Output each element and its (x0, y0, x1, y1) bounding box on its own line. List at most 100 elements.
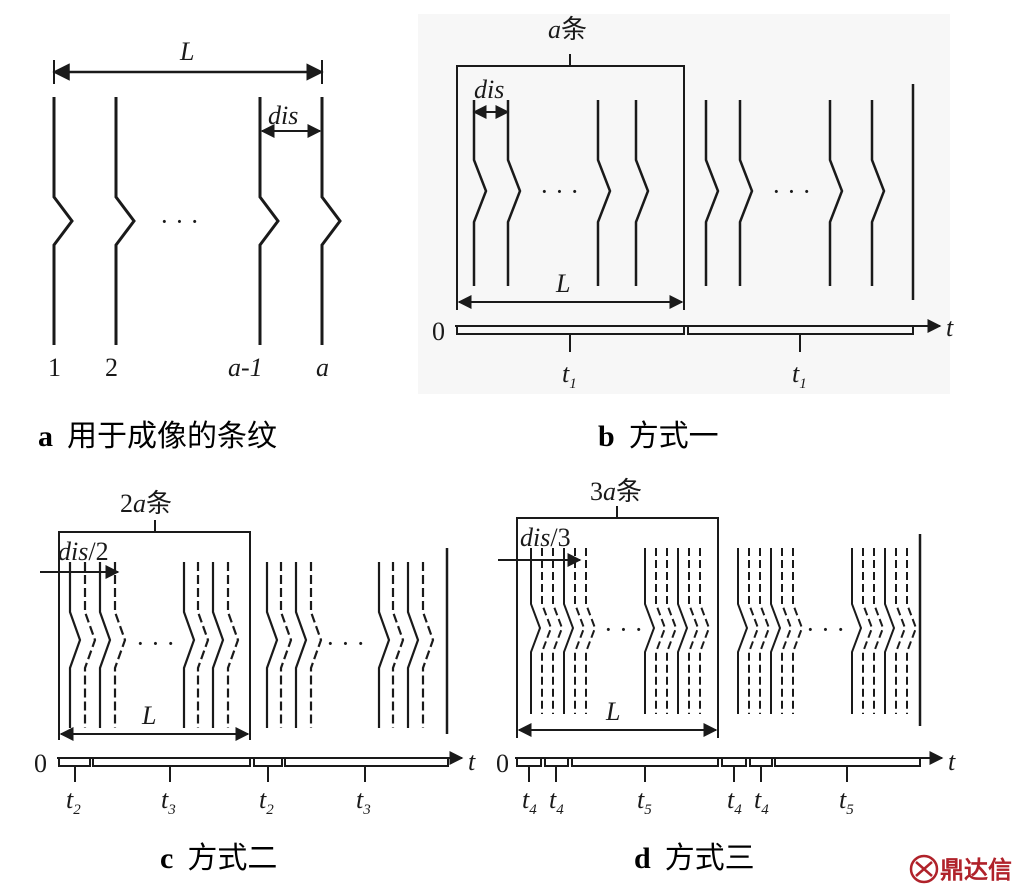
panel-d-stripe (699, 548, 711, 714)
panel-d-stripe (851, 548, 863, 714)
panel-d-stripe (792, 548, 804, 714)
panel-c-ellipsis-1: · · · (136, 629, 175, 658)
panel-d-stripe (585, 548, 597, 714)
panel-d-stripe (688, 548, 700, 714)
panel-c-stripe (421, 562, 435, 728)
panel-c-length-label: L (141, 701, 156, 730)
panel-d-time-label-5: t4 (754, 785, 769, 818)
panel-a-line-label-2: 2 (105, 353, 118, 382)
panel-c-stripe (68, 562, 82, 728)
panel-d-stripe (748, 548, 760, 714)
panel-c-zero: 0 (34, 749, 47, 778)
panel-b-ellipsis-2: · · · (772, 177, 811, 206)
panel-d-time-label-6: t5 (839, 785, 854, 818)
panel-c-time-label-4: t3 (356, 785, 371, 818)
panel-d-stripe (759, 548, 771, 714)
panel-d-time-label-3: t5 (637, 785, 652, 818)
panel-c-time-label-3: t2 (259, 785, 274, 818)
panel-c-stripe (98, 562, 112, 728)
panel-d-length-label: L (605, 697, 620, 726)
panel-b-dis-label: dis (474, 75, 504, 104)
panel-b-stripe (634, 100, 650, 286)
panel-d-time-label-4: t4 (727, 785, 742, 818)
panel-d: 3a条 dis/3 · · · · · · L 0 t t4 t4 t5 t4 … (496, 477, 956, 876)
panel-d-time-bar (516, 758, 921, 767)
panel-b-stripe (870, 100, 886, 286)
watermark: 鼎达信 (909, 854, 1012, 884)
panel-c-stripe (377, 562, 391, 728)
panel-d-ellipsis-1: · · · (604, 615, 643, 644)
panel-d-ellipsis-2: · · · (806, 615, 845, 644)
panel-a-stripe (320, 97, 342, 345)
panel-d-time-label-1: t4 (522, 785, 537, 818)
panel-d-stripe (574, 548, 586, 714)
panel-c-stripe (211, 562, 225, 728)
panel-a-stripe (52, 97, 74, 345)
panel-b-stripe (506, 100, 522, 286)
panel-a-stripes (52, 97, 342, 345)
panel-d-stripe (862, 548, 874, 714)
panel-c-ellipsis-2: · · · (326, 629, 365, 658)
panel-d-stripe (873, 548, 885, 714)
panel-a-line-label-a: a (316, 353, 329, 382)
panel-c-dis-label: dis/2 (58, 537, 109, 566)
panel-c-stripe (391, 562, 405, 728)
panel-d-stripe (770, 548, 782, 714)
panel-d-stripes (530, 534, 922, 726)
panel-a-ellipsis: · · · (160, 207, 199, 236)
panel-c-stripe (113, 562, 127, 728)
panel-d-stripe (530, 548, 542, 714)
panel-d-stripe (781, 548, 793, 714)
panel-d-stripe (563, 548, 575, 714)
panel-c-stripe (196, 562, 210, 728)
panel-d-stripe (552, 548, 564, 714)
panel-d-stripe (895, 548, 907, 714)
panel-b-ellipsis-1: · · · (540, 177, 579, 206)
panel-b-time-label-2: t1 (792, 359, 807, 392)
panel-c-stripe (265, 562, 279, 728)
panel-b-stripe (472, 100, 488, 286)
panel-b-axis-t: t (946, 313, 954, 342)
panel-b-stripe (738, 100, 754, 286)
panel-c-stripe (226, 562, 240, 728)
panel-a-length-label: L (179, 37, 194, 66)
panel-d-stripe (884, 548, 896, 714)
panel-b-stripes (472, 84, 915, 300)
panel-a-dis-label: dis (268, 101, 298, 130)
panel-c-time-bar (58, 758, 449, 767)
panel-d-stripe (655, 548, 667, 714)
panel-c-stripe (83, 562, 97, 728)
panel-b-length-label: L (555, 269, 570, 298)
panel-a-stripe (258, 97, 280, 345)
panel-c-stripe (309, 562, 323, 728)
panel-d-axis-t: t (948, 747, 956, 776)
panel-d-count-label: 3a条 (590, 477, 642, 506)
panel-b-time-label-1: t1 (562, 359, 577, 392)
panel-b-stripe (704, 100, 720, 286)
panel-c-stripe (294, 562, 308, 728)
watermark-text: 鼎达信 (940, 856, 1012, 884)
panel-d-stripe (644, 548, 656, 714)
panel-c-stripe (406, 562, 420, 728)
panel-c-stripe (182, 562, 196, 728)
panel-a-line-label-a-1: a-1 (228, 353, 263, 382)
panel-b-zero: 0 (432, 317, 445, 346)
watermark-logo-icon (909, 854, 939, 884)
panel-c-stripes (68, 548, 449, 734)
panel-d-stripe (737, 548, 749, 714)
panel-d-zero: 0 (496, 749, 509, 778)
panel-a-line-label-1: 1 (48, 353, 61, 382)
panel-b-stripe (828, 100, 844, 286)
panel-c-time-label-1: t2 (66, 785, 81, 818)
panel-c-stripe (279, 562, 293, 728)
panel-b-count-label: a条 (548, 15, 587, 44)
panel-d-dis-label: dis/3 (520, 523, 571, 552)
panel-d-time-label-2: t4 (549, 785, 564, 818)
